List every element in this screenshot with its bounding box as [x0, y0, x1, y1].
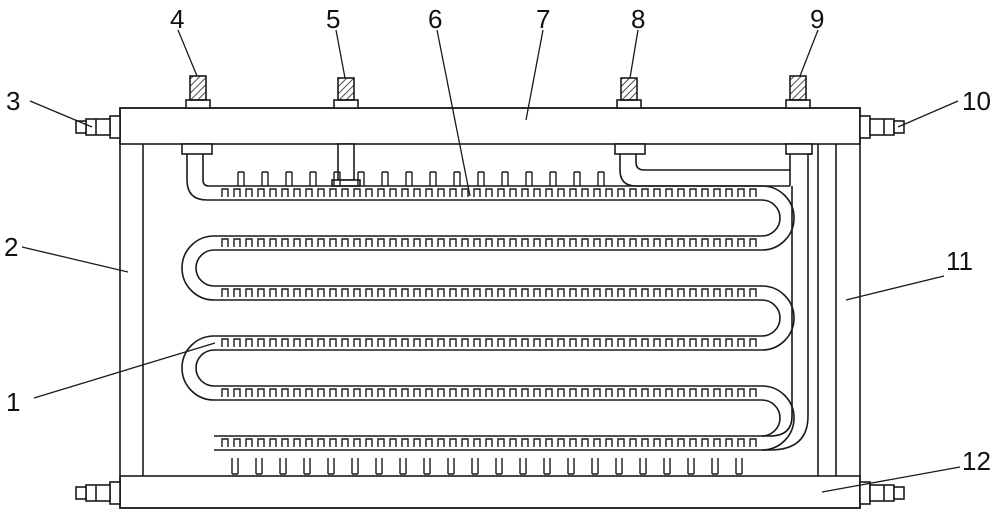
right-bend-outer-0	[761, 185, 795, 251]
leader-5	[335, 29, 346, 79]
connector-10-nut	[869, 118, 895, 136]
connector-3-tip	[75, 120, 87, 134]
bottom-comb	[231, 458, 743, 475]
exit-pipe-outer	[762, 154, 809, 451]
leader-4	[177, 29, 198, 77]
fin-row-2	[221, 288, 757, 297]
top-ports	[185, 75, 811, 109]
left-bend-inner-3	[195, 349, 215, 387]
comb-teeth	[231, 171, 743, 475]
port-4	[189, 75, 207, 101]
port-8	[620, 77, 638, 101]
leader-10	[897, 100, 959, 128]
exit-pipe-inner	[762, 186, 793, 437]
callout-10: 10	[962, 86, 991, 116]
port-8-base	[616, 99, 642, 109]
fin-row-0	[221, 188, 757, 197]
leader-9	[799, 29, 819, 77]
callout-7: 7	[536, 4, 550, 34]
right-bend-outer-4	[761, 385, 795, 451]
connector-bl-collar	[109, 481, 121, 505]
top-comb	[237, 171, 605, 186]
callout-11: 11	[946, 246, 973, 276]
port-9-base	[785, 99, 811, 109]
right-bend-inner-4	[761, 399, 781, 437]
port-4-base	[185, 99, 211, 109]
left-bend-outer-3	[181, 335, 215, 401]
side-connectors	[75, 115, 905, 505]
leader-11	[845, 275, 945, 301]
leader-6	[436, 29, 471, 197]
outer-frame	[119, 107, 861, 509]
callout-6: 6	[428, 4, 442, 34]
callout-9: 9	[810, 4, 824, 34]
port-5	[337, 77, 355, 101]
leader-12	[821, 466, 961, 493]
serpentine-tube	[181, 153, 812, 451]
fin-row-1	[221, 238, 757, 247]
leader-3	[29, 100, 93, 128]
inlet-pipe	[181, 143, 214, 201]
left-bend-inner-1	[195, 249, 215, 287]
leader-8	[629, 29, 639, 79]
connector-3-nut	[85, 118, 111, 136]
fin-row-3	[221, 338, 757, 347]
fin-row-4	[221, 388, 757, 397]
port-9	[789, 75, 807, 101]
callout-3: 3	[6, 86, 20, 116]
connector-br-nut	[869, 484, 895, 502]
connector-bl-tip	[75, 486, 87, 500]
callout-4: 4	[170, 4, 184, 34]
right-bend-inner-2	[761, 299, 781, 337]
connector-bl-nut	[85, 484, 111, 502]
leader-1	[33, 342, 216, 399]
connector-10-collar	[859, 115, 871, 139]
top-header	[119, 107, 861, 145]
bottom-header	[119, 475, 861, 509]
connector-3-collar	[109, 115, 121, 139]
fin-row-5	[221, 438, 757, 447]
center-support	[331, 143, 361, 187]
leader-7	[525, 29, 544, 121]
leader-2	[21, 246, 129, 273]
port-5-base	[333, 99, 359, 109]
callout-12: 12	[962, 446, 991, 476]
callout-5: 5	[326, 4, 340, 34]
outlet-pipe	[614, 143, 813, 187]
leader-lines	[21, 29, 961, 493]
callout-2: 2	[4, 232, 18, 262]
left-bend-outer-1	[181, 235, 215, 301]
callout-1: 1	[6, 387, 20, 417]
right-bend-inner-0	[761, 199, 781, 237]
callout-labels: 1 2 3 4 5 6 7 8 9 10 11 12	[4, 4, 991, 476]
connector-br-tip	[893, 486, 905, 500]
fin-array	[221, 188, 757, 447]
right-bend-outer-2	[761, 285, 795, 351]
callout-8: 8	[631, 4, 645, 34]
